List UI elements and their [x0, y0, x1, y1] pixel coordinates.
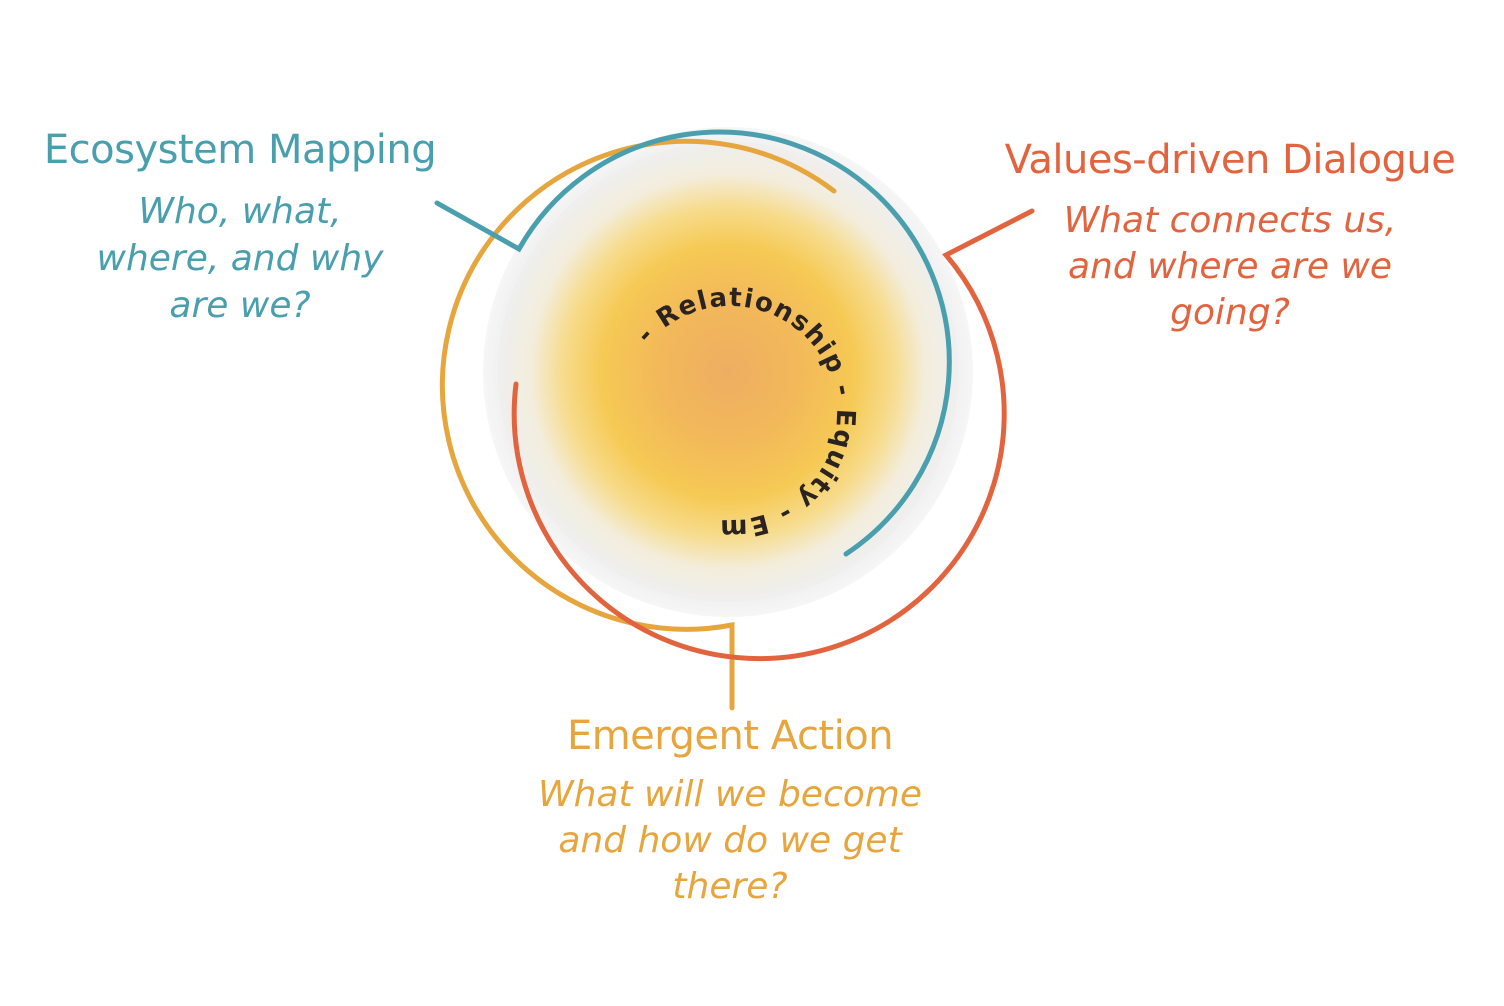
stage-ecosystem-title: Ecosystem Mapping — [43, 127, 437, 173]
stage-ecosystem-question: Who, what, where, and why are we? — [96, 191, 384, 326]
stage-dialogue-question: What connects us, and where are we going… — [1063, 200, 1397, 333]
teal-arc — [434, 129, 952, 557]
coral-arc — [511, 208, 1035, 662]
core-glow — [498, 142, 958, 602]
gold-arc — [439, 138, 837, 711]
stage-action-title: Emergent Action — [566, 713, 894, 759]
stage-action-question: What will we become and how do we get th… — [538, 774, 922, 907]
stage-dialogue-title: Values-driven Dialogue — [1004, 137, 1456, 183]
stage-emergent-action: Emergent Action What will we become and … — [500, 712, 960, 910]
stage-values-dialogue: Values-driven Dialogue What connects us,… — [980, 136, 1480, 336]
stage-ecosystem-mapping: Ecosystem Mapping Who, what, where, and … — [20, 126, 460, 329]
